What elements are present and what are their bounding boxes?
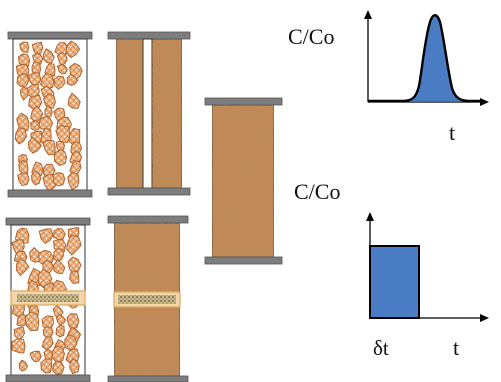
x-axis-arrow <box>480 98 489 106</box>
particle-grain <box>16 73 30 88</box>
particle-grain <box>55 124 71 144</box>
particle-grain <box>53 248 64 263</box>
particle-grain <box>29 350 42 363</box>
particle-grain <box>52 171 66 187</box>
column-cap <box>7 189 93 198</box>
x-axis-label: t <box>449 120 455 145</box>
particle-grain <box>53 149 68 166</box>
particle-grain <box>64 333 78 351</box>
y-axis-arrow <box>366 212 374 221</box>
particle-grain <box>13 327 26 340</box>
particle-grain <box>55 324 65 338</box>
column-particles-top <box>7 31 93 198</box>
particle-grain <box>56 63 68 75</box>
column-packed <box>204 97 283 265</box>
particle-grain <box>53 228 66 241</box>
open-channel <box>142 38 153 189</box>
particle-grain <box>16 314 27 327</box>
particle-grain <box>55 313 67 326</box>
particle-grain <box>65 40 81 59</box>
particle-grain <box>42 260 55 275</box>
packing-body <box>211 104 275 258</box>
particle-grain <box>30 119 42 131</box>
particle-grain <box>69 358 80 375</box>
injection-band-texture <box>17 294 79 302</box>
particle-grain <box>41 336 54 351</box>
particle-grain <box>69 270 80 284</box>
particle-grain <box>67 171 80 191</box>
x-axis-label: t <box>453 335 459 360</box>
particle-grain <box>53 75 66 90</box>
x-axis-arrow <box>480 314 489 322</box>
particle-grain <box>51 345 66 364</box>
column-particles-band <box>5 217 91 382</box>
particle-grain <box>42 48 55 64</box>
particle-grain <box>24 311 40 332</box>
particle-grain <box>38 228 54 245</box>
packing-right <box>151 38 183 189</box>
particle-grain <box>55 140 65 153</box>
particle-grain <box>18 159 29 175</box>
particle-cluster <box>14 40 83 192</box>
column-cap <box>5 217 91 226</box>
particle-grain <box>19 41 30 53</box>
pulse-rect <box>369 245 420 319</box>
column-cap <box>5 374 91 382</box>
particle-cluster <box>11 226 82 376</box>
particle-grain <box>42 139 56 156</box>
column-channel <box>107 31 191 196</box>
particle-grain <box>69 160 82 177</box>
particle-grain <box>31 41 44 56</box>
particle-grain <box>40 358 53 374</box>
column-packed-band <box>107 215 189 382</box>
injection-band-texture <box>118 295 176 304</box>
particle-grain <box>66 234 82 256</box>
column-cap <box>204 97 283 106</box>
particle-grain <box>51 360 65 376</box>
column-cap <box>107 215 189 224</box>
particle-grain <box>44 104 53 118</box>
pulse-graph: C/Co δt t <box>294 179 489 360</box>
particle-grain <box>14 127 28 145</box>
particle-grain <box>27 136 43 154</box>
particle-grain <box>53 259 66 275</box>
y-axis-label: C/Co <box>294 179 340 204</box>
particle-grain <box>56 51 68 67</box>
y-axis-label: C/Co <box>288 24 334 49</box>
particle-grain <box>67 92 81 109</box>
breakthrough-graph: C/Co t <box>288 10 489 145</box>
particle-grain <box>42 93 56 109</box>
packing-left <box>115 38 144 189</box>
particle-grain <box>20 86 31 101</box>
peak-curve <box>368 14 480 103</box>
particle-grain <box>18 359 29 372</box>
column-cap <box>107 187 191 196</box>
particle-grain <box>66 73 79 86</box>
column-cap <box>204 256 283 265</box>
column-cap <box>107 31 191 40</box>
particle-grain <box>15 257 30 277</box>
particle-grain <box>11 338 26 354</box>
particle-grain <box>30 170 42 186</box>
particle-grain <box>40 72 55 90</box>
pulse-width-label: δt <box>373 336 389 360</box>
column-cap <box>107 375 189 382</box>
y-axis-arrow <box>364 10 372 19</box>
particle-grain <box>17 172 30 187</box>
column-cap <box>7 31 93 40</box>
particle-grain <box>66 313 80 331</box>
